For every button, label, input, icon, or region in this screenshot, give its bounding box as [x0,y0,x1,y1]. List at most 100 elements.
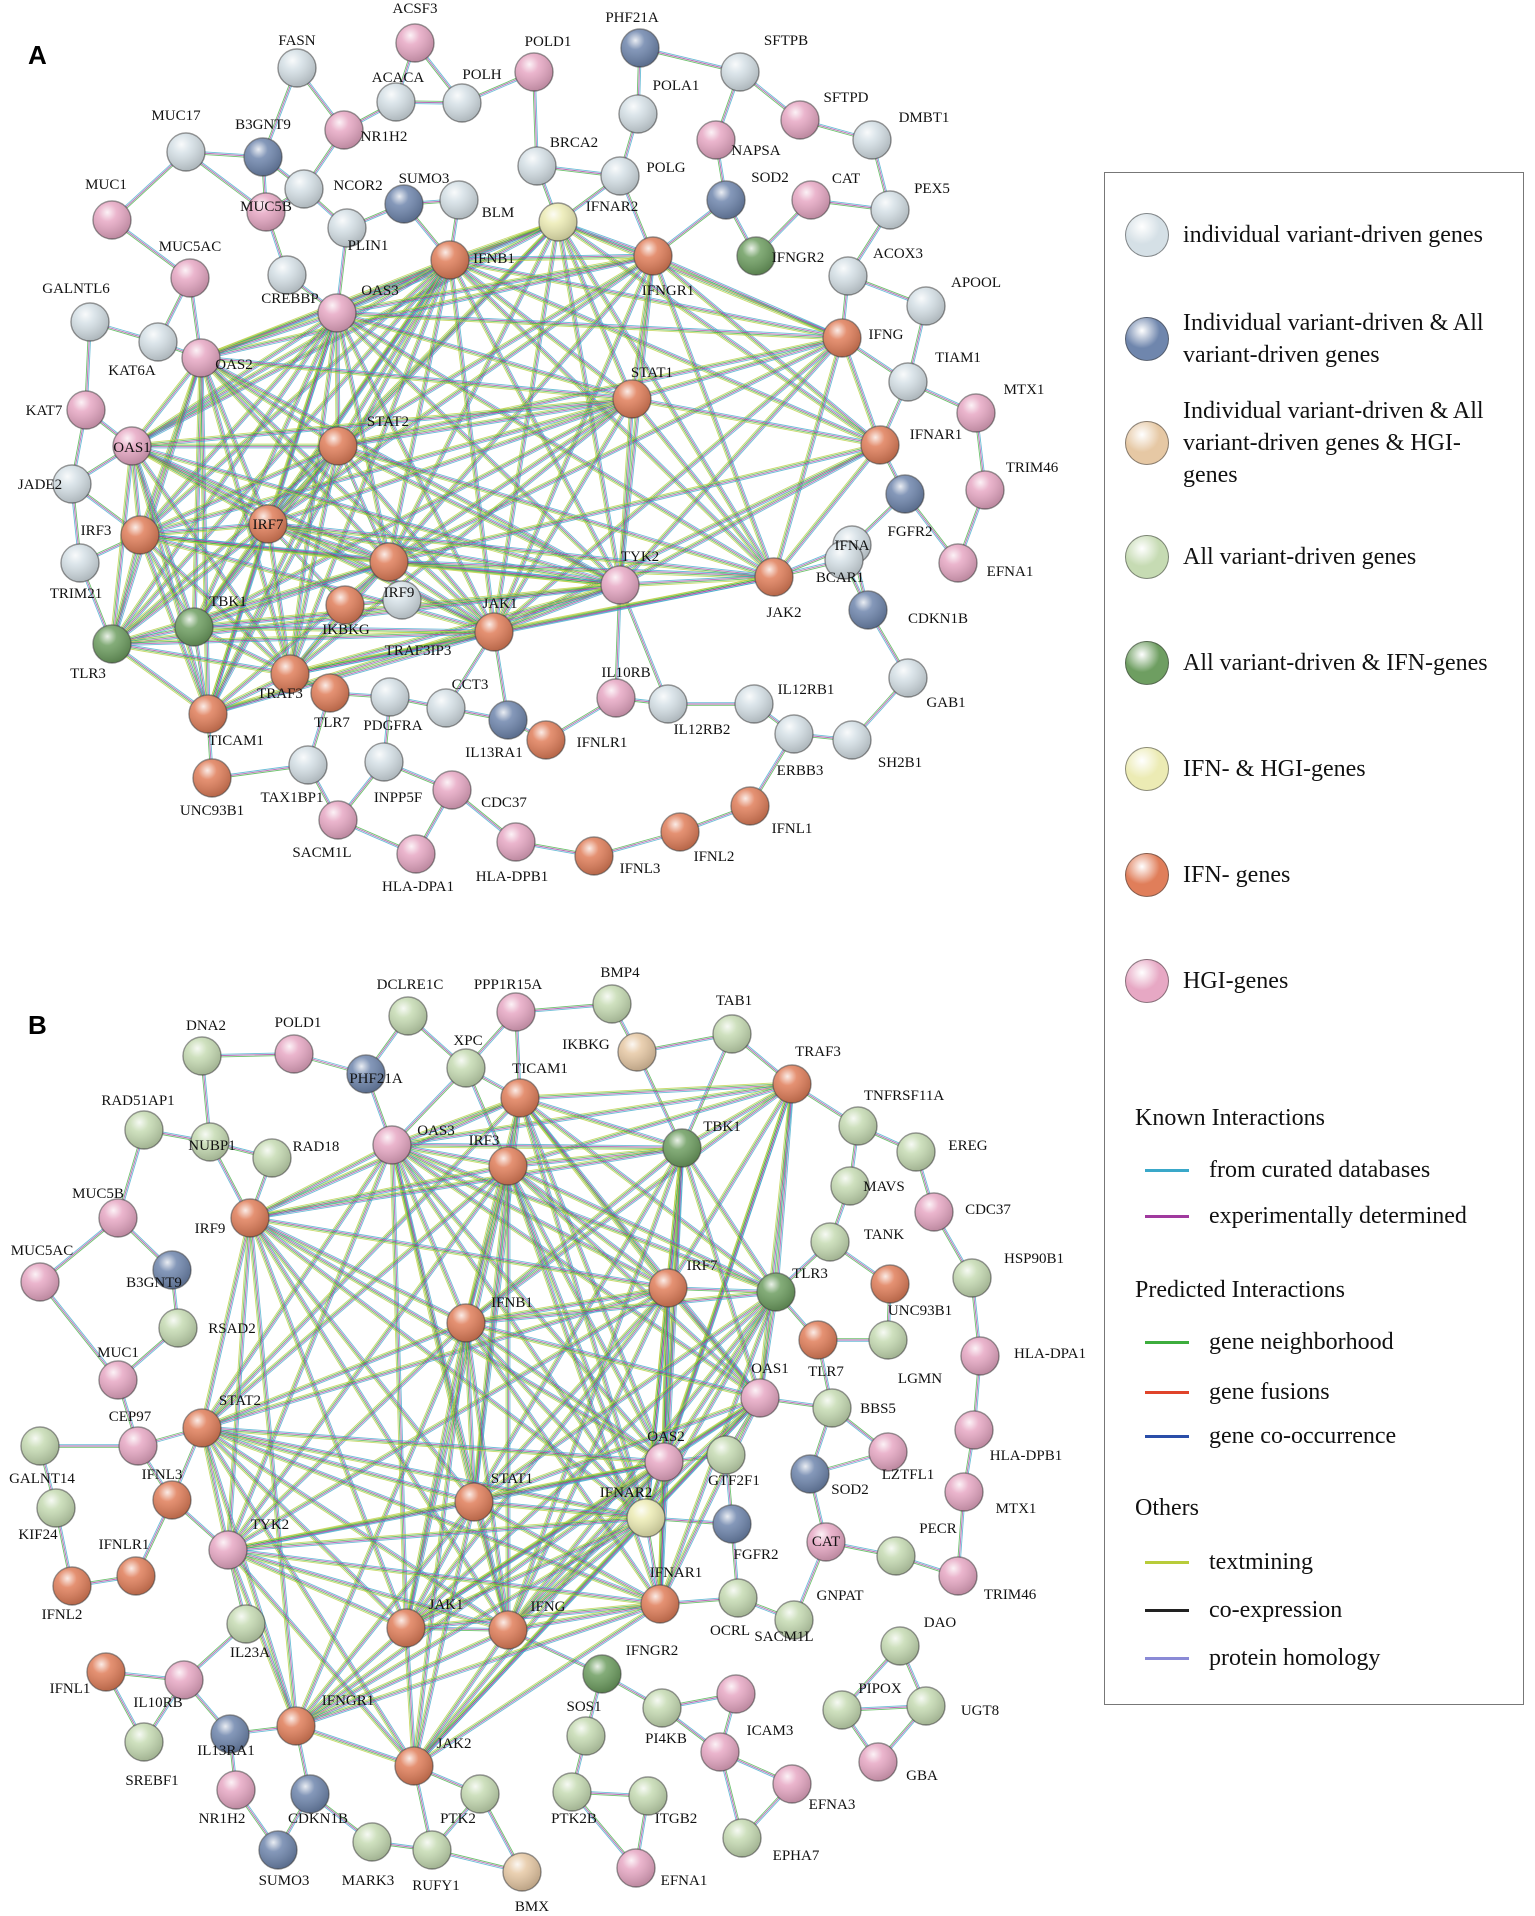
node-shine [539,203,577,241]
net-b-edge [225,1550,295,1727]
net-a-label-tlr3: TLR3 [70,666,106,682]
node-shine [889,659,927,697]
net-a-edge [337,446,620,586]
net-a-edge [199,359,388,564]
net-a-node-tbk1 [174,607,214,647]
net-b-node-ptk2 [460,1774,500,1814]
net-b-node-traf3 [772,1064,812,1104]
net-b-edge [389,1145,507,1631]
line-label: gene fusions [1209,1379,1330,1405]
net-b-node-dclre1c [388,996,428,1036]
node-shine [328,209,366,247]
net-a-node-polh [442,83,482,123]
net-a-node-ticam1 [188,694,228,734]
net-b-edge [683,1147,763,1398]
net-b-node-ppp1r15a [496,992,536,1032]
net-b-edge [665,1082,791,1288]
net-a-label-oas1: OAS1 [113,440,151,456]
net-b-edge [404,1628,414,1767]
net-b-node-rsad2 [158,1308,198,1348]
net-b-label-ifnl2: IFNL2 [42,1607,83,1623]
net-a-edge [493,444,880,632]
net-b-node-itgb2 [628,1776,668,1816]
net-a-label-galntl6: GALNTL6 [42,281,110,297]
net-b-label-jak2: JAK2 [436,1736,471,1752]
net-b-label-gnpat: GNPAT [817,1588,864,1604]
node-shine [489,1611,527,1649]
net-a-edge [337,446,774,579]
net-a-node-stat2 [318,426,358,466]
net-a-label-pdgfra: PDGFRA [363,718,422,734]
node-shine [326,586,364,624]
net-a-node-muc5ac [170,258,210,298]
net-a-edge [494,446,882,635]
net-a-edge [555,222,773,579]
net-a-edge [139,444,338,535]
net-b-label-bmp4: BMP4 [600,965,640,981]
net-b-edge [228,1502,475,1552]
net-a-node-jak2 [754,557,794,597]
panel-a-label: A [28,40,47,70]
net-a-label-napsa: NAPSA [731,143,780,159]
node-shine [503,1853,541,1891]
net-a-node-b3gnt9 [243,137,283,177]
net-b-edge [520,1084,793,1100]
net-b-edge [227,1550,406,1630]
net-b-edge [225,1217,249,1550]
net-a-edge [451,258,623,585]
net-a-label-hla-dpb1: HLA-DPB1 [476,869,549,885]
net-b-edge [250,1145,393,1219]
node-shine [489,701,527,739]
net-b-edge [391,1082,792,1145]
net-b-edge [466,1149,684,1325]
net-a-edge [133,445,211,714]
net-a-edge [199,358,208,715]
node-shine [713,1505,751,1543]
net-a-node-tlr7 [310,673,350,713]
net-b-label-ifnl1: IFNL1 [50,1681,91,1697]
net-b-edge [682,1034,734,1149]
net-b-edge [202,1324,467,1431]
node-shine [939,1557,977,1595]
net-a-edge [202,356,391,561]
net-a-node-oas3 [317,293,357,333]
net-a-label-ncor2: NCOR2 [333,178,382,194]
net-a-label-il12rb1: IL12RB1 [778,682,835,698]
net-a-edge [111,630,494,644]
net-a-edge [632,338,843,401]
net-b-label-tyk2: TYK2 [251,1517,289,1533]
net-a-edge [388,563,774,580]
node-shine [385,185,423,223]
net-a-edge [287,445,337,674]
net-a-node-gab1 [888,658,928,698]
net-b-edge [391,1145,682,1150]
net-a-label-muc17: MUC17 [151,108,201,124]
net-a-label-il10rb: IL10RB [601,665,650,681]
net-b-edge [247,1218,295,1727]
net-b-edge [466,1085,794,1325]
net-a-edge [494,445,881,633]
net-b-edge [202,1289,669,1431]
net-b-edge [415,1323,469,1767]
net-b-edge [465,1285,668,1322]
net-b-label-sacm1l: SACM1L [754,1629,813,1645]
node-shine [849,591,887,629]
net-a-edge [338,399,633,448]
net-a-edge [198,358,267,525]
net-b-edge [201,1428,474,1504]
net-a-label-brca2: BRCA2 [550,135,598,151]
net-b-edge [406,1604,661,1630]
net-a-edge [337,255,653,446]
net-b-node-jak1 [386,1608,426,1648]
net-b-edge [392,1144,669,1288]
net-b-edge [249,1219,668,1291]
net-b-node-cat [806,1522,846,1562]
net-b-node-oas3 [372,1125,412,1165]
node-shine [773,1765,811,1803]
net-a-node-oas1 [112,426,152,466]
net-a-edge [111,523,268,644]
legend-item-ifn-hgi: IFN- & HGI-genes [1125,747,1366,791]
net-b-edge [657,1461,663,1604]
net-b-label-cdc37: CDC37 [965,1202,1011,1218]
net-b-edge [404,1459,664,1627]
